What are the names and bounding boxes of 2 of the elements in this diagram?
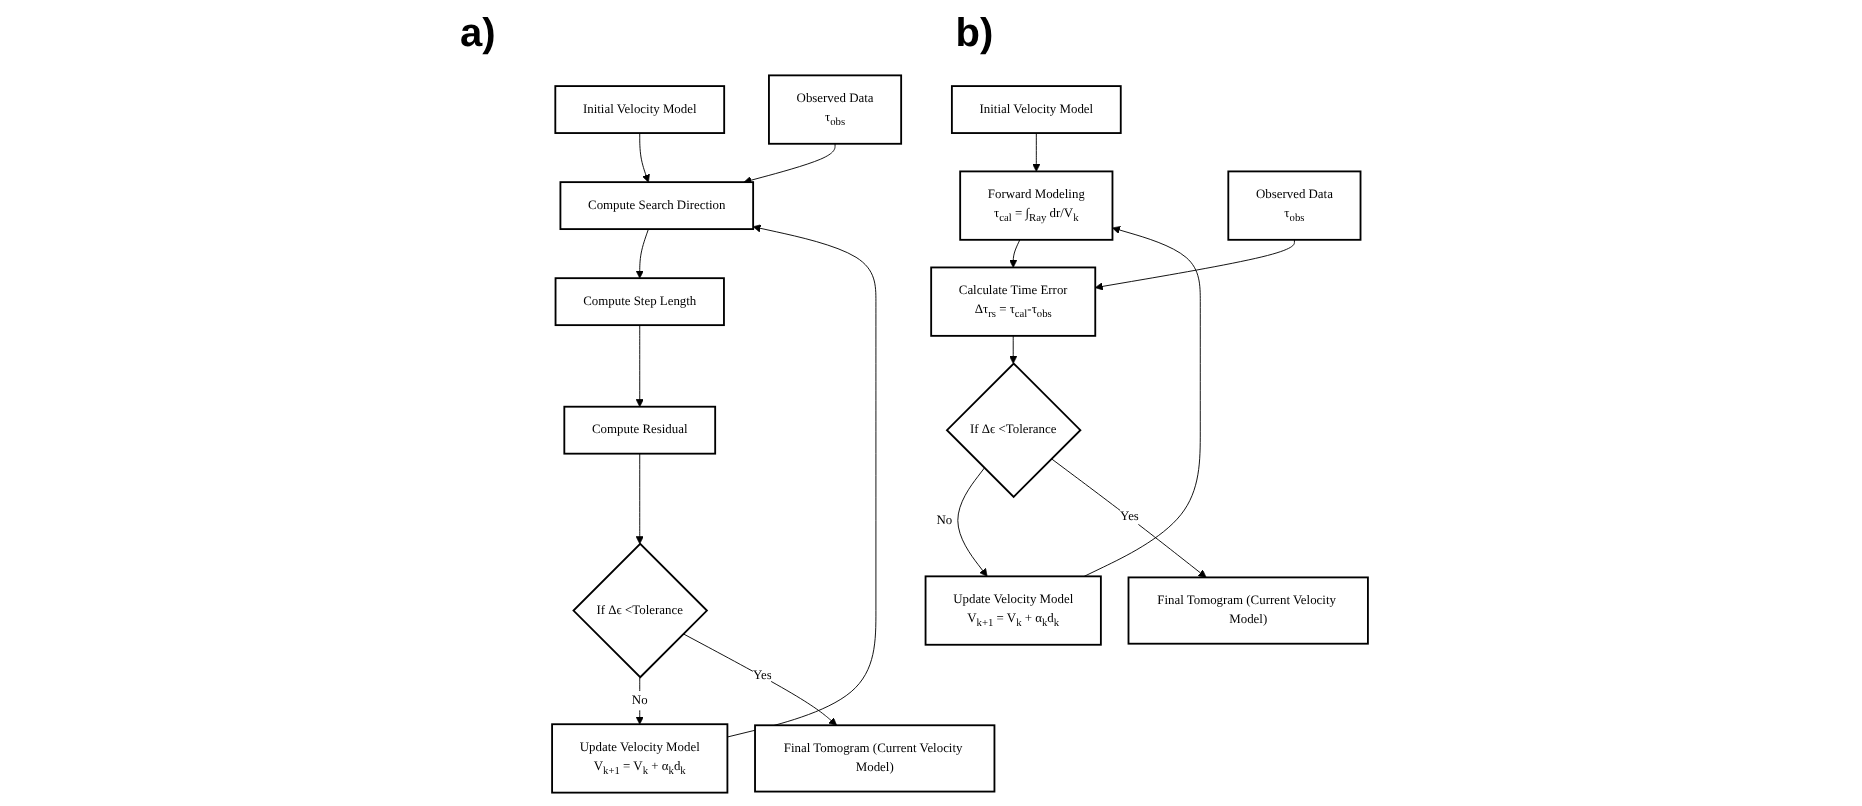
panel-label: a) <box>460 12 496 58</box>
panel-label: b) <box>955 12 994 58</box>
